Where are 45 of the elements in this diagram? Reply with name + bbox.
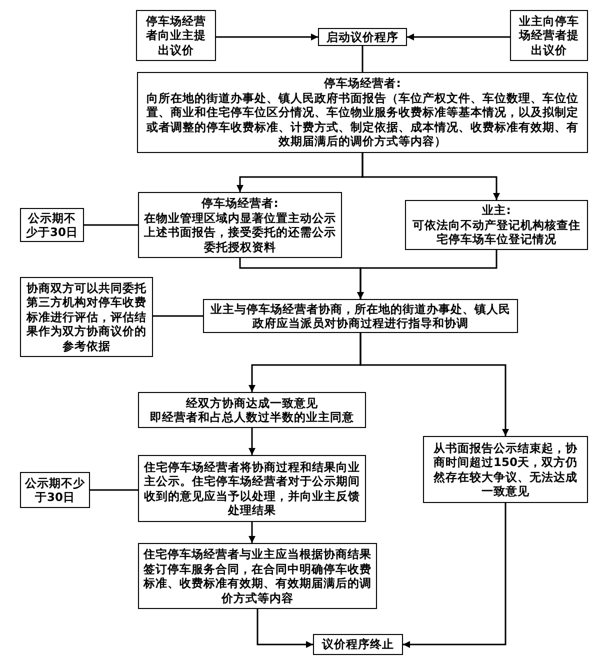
box-heading: 停车场经营者: [324, 76, 401, 91]
note-box [20, 277, 153, 357]
arrow [403, 503, 506, 648]
box-text: 即经营者和占总人数过半数的业主同意 [150, 410, 354, 424]
arrow [407, 34, 510, 40]
box-text: 协商双方可以共同委托第三方机构对停车收费标准进行评估，评估结果作为双方协商议价的参考依据 [25, 280, 148, 354]
box-text: 向所在地的街道办事处、镇人民政府书面报告（车位产权文件、车位数理、车位位置、商业和住宅停车位区分情况、车位物业服务收费标准等基本情况，以及拟制定或者调整的停车收费标准、计费方式、制定依据、成本情况、收费标准有效期、有效期届满后的调价方式等内容） [145, 90, 580, 149]
note-box [20, 208, 84, 242]
process-box [137, 72, 588, 153]
arrow [216, 34, 318, 40]
proposal-box [136, 10, 216, 61]
connector-line [153, 315, 203, 317]
box-text: 从书面报告公示结束起，协商时间超过150天，双方仍然存在较大争议、无法达成一致意见 [432, 440, 578, 498]
box-text: 住宅停车场经营者将协商过程和结果向业主公示。住宅停车场经营者对于公示期间收到的意见应当予以处理，并向业主反馈处理结果 [143, 460, 361, 518]
box-text: 可依法向不动产登记机构核查住宅停车场车位登记情况 [412, 218, 582, 247]
process-box [203, 299, 518, 333]
process-box [138, 392, 366, 428]
process-box [423, 436, 588, 503]
box-text: 住宅停车场经营者与业主应当根据协商结果签订停车服务合同，在合同中明确停车收费标准、收费标准有效期、有效期届满后的调价方式等内容 [143, 547, 372, 605]
arrow [256, 609, 313, 648]
process-box [318, 28, 407, 46]
process-box [313, 634, 403, 655]
box-heading: 业主: [482, 203, 511, 218]
arrow [362, 153, 500, 200]
process-box [138, 192, 342, 258]
box-text: 公示期不少于30日 [25, 476, 85, 504]
box-text: 议价程序终止 [322, 637, 394, 652]
box-text: 业主向停车场经营者提出议价 [518, 14, 580, 58]
arrow [357, 250, 498, 299]
box-text: 公示期不少于30日 [25, 210, 79, 240]
box-heading: 停车场经营者: [202, 196, 278, 210]
connector-line [362, 46, 364, 72]
process-box [405, 200, 588, 250]
arrow [248, 428, 256, 455]
box-text: 业主与停车场经营者协商，所在地的街道办事处、镇人民政府应当派员对协商过程进行指导和协调 [210, 302, 512, 330]
connector-line [84, 224, 138, 226]
arrow [360, 333, 509, 436]
box-heading: 经双方协商达成一致意见 [186, 396, 318, 410]
box-text: 启动议价程序 [326, 30, 398, 44]
box-text: 停车场经营者向业主提出议价 [144, 14, 207, 58]
connector-line [90, 489, 138, 491]
arrow [248, 522, 256, 543]
note-box [20, 472, 90, 508]
proposal-box [510, 10, 588, 61]
box-text: 在物业管理区域内显著位置主动公示上述书面报告，接受委托的还需公示委托授权资料 [143, 210, 337, 254]
